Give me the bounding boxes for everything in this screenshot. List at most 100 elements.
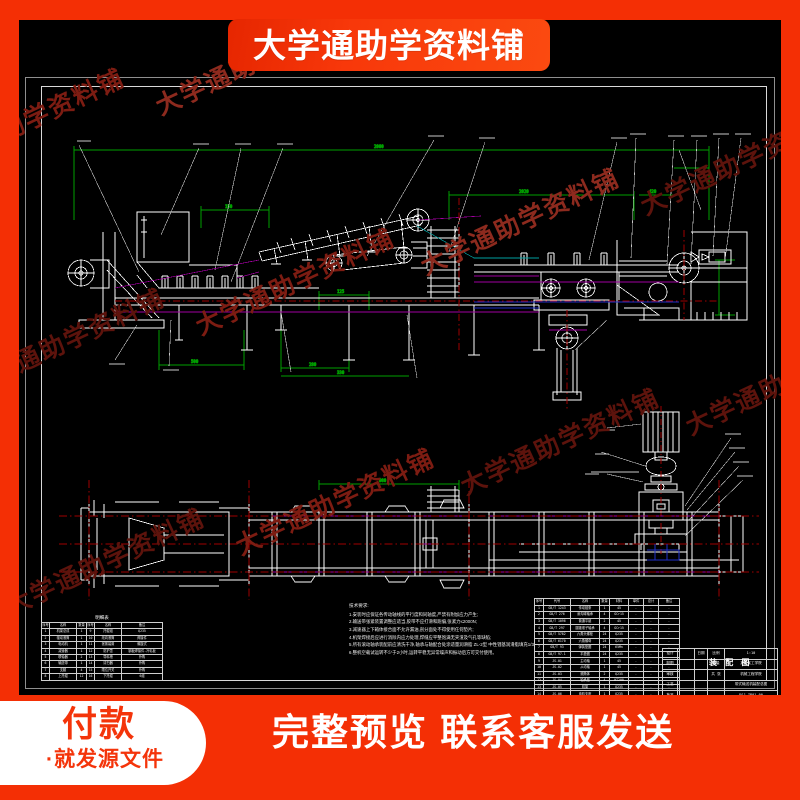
table-cell: 主动轴 — [570, 657, 600, 665]
table-cell: GB/T 6170 — [543, 637, 571, 646]
table-cell — [677, 669, 695, 681]
table-cell: 工艺 — [662, 679, 678, 691]
notes-line: 2.输送带张紧装置调整应适当,胶带不应打滑和跑偏,张紧力≤2000N; — [349, 619, 478, 625]
table-cell: 4 — [599, 624, 610, 632]
svg-text:2020: 2020 — [519, 189, 529, 194]
table-cell: 带式输送机装配总图 — [724, 679, 778, 691]
table-cell: 6 — [534, 637, 544, 646]
table-cell: 24 — [599, 650, 610, 659]
svg-text:980: 980 — [379, 478, 387, 483]
svg-text:280: 280 — [309, 362, 317, 367]
table-cell: 单件 — [628, 598, 644, 606]
table-cell — [707, 679, 725, 691]
table-cell: 平垫圈 — [570, 650, 600, 659]
table-cell — [694, 669, 708, 681]
table-cell: . — [643, 683, 659, 692]
table-cell: . — [643, 604, 659, 613]
table-cell: . — [628, 683, 644, 692]
table-cell — [677, 648, 695, 660]
table-cell: 审核 — [662, 669, 678, 681]
table-cell: 8 — [534, 650, 544, 659]
table-cell: JS-02 — [543, 663, 571, 672]
table-cell: 共 张 — [707, 669, 725, 681]
table-row: 审核 共 张机械工程学院 — [662, 669, 778, 681]
table-cell: 下托辊 — [94, 673, 122, 681]
table-cell: . — [643, 663, 659, 672]
table-cell: 轴承座 — [570, 677, 600, 685]
table-cell: 2 — [534, 611, 544, 619]
table-cell: . — [643, 624, 659, 632]
table-cell: . — [628, 624, 644, 632]
table-cell: 1 — [599, 657, 610, 665]
table-cell — [677, 679, 695, 691]
cad-linework: 2000 500 280 330 150 2020 420 — [59, 133, 759, 600]
table-cell: 机架 — [570, 683, 600, 692]
table-cell: 六角头螺栓 — [570, 630, 600, 639]
shop-title-text: 大学通助学资料铺 — [253, 26, 525, 64]
table-cell: 六角螺母 — [570, 637, 600, 646]
table-cell: . — [643, 650, 659, 659]
bottom-promo-banner: 付款 ·就发源文件 完整预览 联系客服发送 — [0, 695, 800, 800]
table-cell: 45 — [609, 604, 629, 613]
table-cell: . — [643, 637, 659, 646]
table-cell — [677, 658, 695, 670]
svg-text:330: 330 — [337, 370, 345, 375]
table-cell: . — [628, 670, 644, 679]
table-cell: GB/T 93 — [543, 644, 571, 652]
table-cell: 9 — [534, 657, 544, 665]
table-cell: 8 — [41, 673, 50, 681]
notes-line: 5.所有滚动轴承装配前应清洗干净,轴承与轴配合处涂适量润滑脂 ZL-2型 中性锂… — [349, 642, 536, 648]
technical-requirements-block: 技术要求: 1.安装时应保证各传动轴线的平行度和同轴度,严禁有附加应力产生; 2… — [349, 603, 539, 657]
drawing-frame-inner — [41, 86, 767, 681]
table-cell: JS-01 — [543, 657, 571, 665]
table-cell: 1 — [599, 683, 610, 692]
table-cell: 45 — [609, 663, 629, 672]
table-cell: 代号 — [543, 598, 571, 606]
table-cell: . — [628, 604, 644, 613]
table-cell — [694, 658, 708, 670]
table-cell: . — [658, 624, 680, 632]
table-cell: . — [628, 611, 644, 619]
table-cell: 机械工程学院 — [724, 669, 778, 681]
table-cell: Q235 — [609, 670, 629, 679]
table-row: 序号名称数量序号名称备注 — [41, 621, 163, 630]
table-cell: 24 — [599, 630, 610, 639]
table-cell: JS-05 — [543, 683, 571, 692]
table-cell: . — [628, 644, 644, 652]
table-cell: . — [643, 611, 659, 619]
table-cell: 16 — [86, 673, 95, 681]
table-cell: . — [658, 630, 680, 639]
table-cell: 2 — [599, 670, 610, 679]
table-cell: . — [643, 644, 659, 652]
table-cell: 2 — [599, 617, 610, 626]
table-cell: 滚筒体 — [570, 670, 600, 679]
table-cell: 24 — [599, 637, 610, 646]
table-cell: JS-03 — [543, 670, 571, 679]
table-cell: Q235 — [609, 683, 629, 692]
table-cell: 设计 — [662, 648, 678, 660]
table-cell: 45 — [609, 617, 629, 626]
table-cell: . — [643, 657, 659, 665]
table-cell: 3 — [534, 617, 544, 626]
table-cell: . — [628, 617, 644, 626]
table-cell: 7 — [534, 644, 544, 652]
table-cell: 制图 — [662, 658, 678, 670]
table-cell: 从动轴 — [570, 663, 600, 672]
table-cell: 深沟球轴承 — [570, 611, 600, 619]
svg-text:125: 125 — [337, 289, 345, 294]
table-cell: . — [658, 617, 680, 626]
table-cell: . — [643, 630, 659, 639]
table-cell: GB/T 5782 — [543, 630, 571, 639]
payment-title: 付款 — [62, 705, 137, 744]
